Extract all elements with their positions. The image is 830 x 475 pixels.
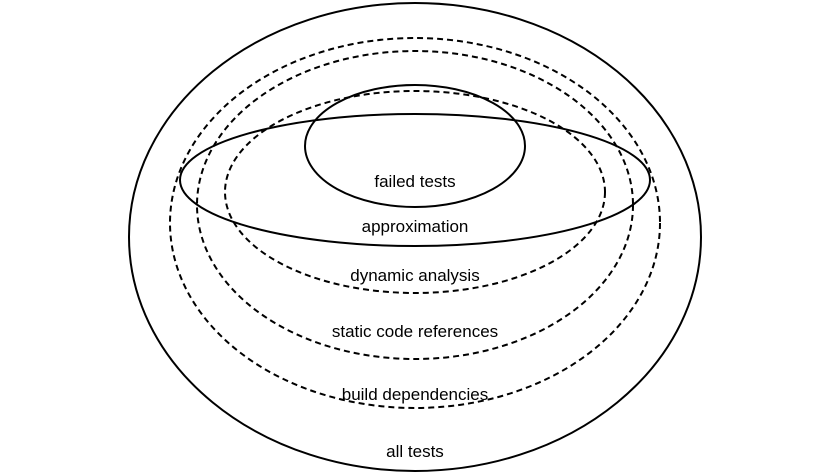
approximation-ellipse	[179, 113, 651, 247]
approximation-label: approximation	[362, 217, 469, 236]
static-code-references-label: static code references	[332, 322, 498, 341]
all-tests-ellipse	[128, 2, 702, 472]
dynamic-analysis-ellipse	[224, 90, 606, 294]
failed-tests-ellipse	[304, 84, 526, 208]
static-code-references-ellipse	[196, 50, 634, 360]
build-dependencies-ellipse	[169, 37, 661, 409]
failed-tests-label: failed tests	[374, 172, 455, 191]
all-tests-label: all tests	[386, 442, 444, 461]
dynamic-analysis-label: dynamic analysis	[350, 266, 479, 285]
build-dependencies-label: build dependencies	[342, 385, 489, 404]
